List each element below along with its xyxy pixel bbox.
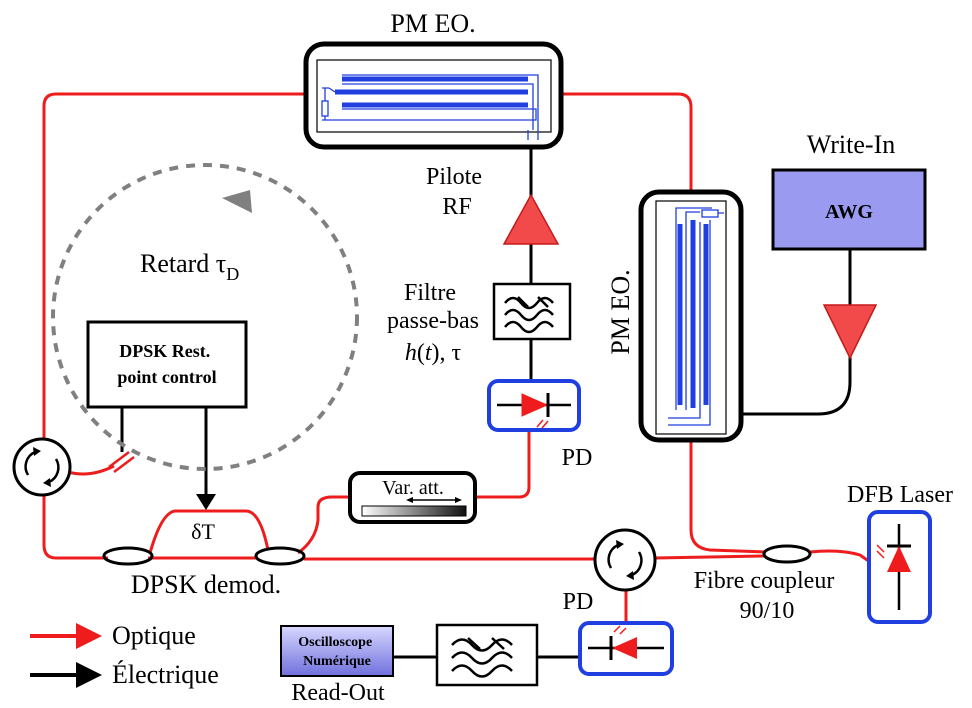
- legend-optique-label: Optique: [112, 621, 196, 650]
- dfb-laser-label: DFB Laser: [847, 482, 953, 508]
- delay-loop: [51, 163, 359, 471]
- fibre-demod-upper: [148, 509, 270, 554]
- pm-eo-side-label: PM EO.: [606, 269, 635, 354]
- lowpass-filter-lower: [435, 623, 539, 687]
- fibre-demod-to-attenuator: [297, 495, 350, 555]
- fibre-coupler-to-dfb: [809, 549, 871, 564]
- oscilloscope-label: Oscilloscope Numérique: [298, 635, 375, 669]
- circulator-bottom: [593, 528, 657, 592]
- pilote-label: Pilote RF: [426, 164, 488, 220]
- pd-lower-label: PD: [563, 589, 594, 615]
- cut-mark: [108, 451, 135, 473]
- oscilloscope-box: [280, 625, 394, 677]
- electrical-paths: [120, 146, 852, 659]
- demod-coupler-left: [102, 546, 154, 566]
- dpsk-rest-control-box: [86, 320, 248, 409]
- pd-upper-label: PD: [562, 445, 593, 471]
- dfb-laser: [867, 510, 932, 624]
- filtre-label: Filtre passe-bas: [387, 280, 479, 334]
- circulator-left: [12, 437, 72, 497]
- fibre-coupleur-label: Fibre coupleur 90/10: [694, 568, 841, 624]
- var-att-label: Var. att.: [382, 477, 444, 499]
- awg-label: AWG: [825, 201, 873, 223]
- pm-eo-top-label: PM EO.: [390, 9, 475, 38]
- legend-electrique-label: Électrique: [112, 660, 219, 689]
- delay-loop-arrowhead: [222, 190, 252, 213]
- fibre-circulator-to-coupler: [654, 554, 766, 560]
- dpsk-demod-label: DPSK demod.: [131, 570, 281, 599]
- variable-attenuator: [348, 471, 477, 524]
- optical-fibre-paths: [42, 92, 871, 622]
- fibre-loop-right: [562, 92, 693, 196]
- legend: Optique Électrique: [30, 621, 219, 689]
- fibre-left-circulator-tap: [67, 464, 115, 476]
- demod-coupler-right: [254, 546, 306, 566]
- awg-amplifier: [822, 304, 878, 360]
- fibre-loop-left: [42, 92, 305, 560]
- pm-eo-side-modulator: [638, 189, 744, 443]
- arrowhead-rest-to-demod: [196, 494, 216, 510]
- retard-label: Retard τD: [140, 249, 239, 284]
- delta-t-label: δT: [191, 519, 215, 544]
- dpsk-rest-label: DPSK Rest. point control: [117, 341, 216, 387]
- awg-box: [771, 168, 927, 251]
- fibre-pm-side-to-coupler: [689, 440, 766, 554]
- photodiode-lower: [578, 621, 674, 676]
- legend-electrique-arrow: [76, 662, 102, 688]
- write-in-label: Write-In: [807, 130, 895, 159]
- wire-amp-to-pm-side: [737, 356, 852, 416]
- photodiode-upper: [487, 379, 581, 432]
- fibre-coupler-90-10: [762, 544, 812, 564]
- read-out-label: Read-Out: [291, 680, 385, 706]
- fibre-attenuator-to-pd: [476, 430, 531, 499]
- filtre-transfer-label: h(t), τ: [405, 340, 462, 366]
- legend-optique-arrow: [76, 623, 102, 649]
- rf-driver-amplifier: [502, 193, 560, 245]
- lowpass-filter-upper: [492, 282, 572, 341]
- pm-eo-top-modulator: [303, 41, 564, 150]
